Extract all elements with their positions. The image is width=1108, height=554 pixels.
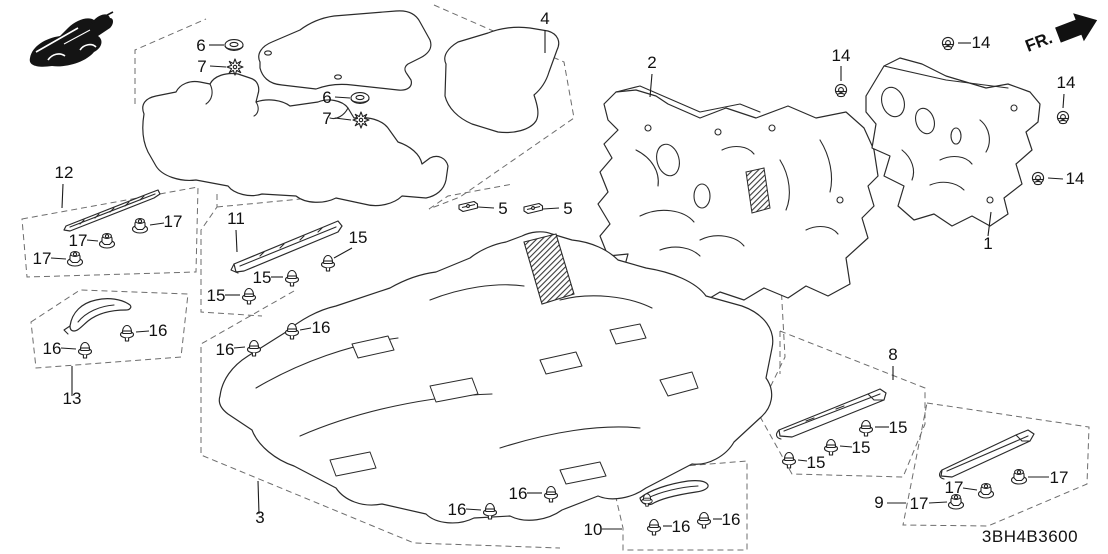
callout-7[interactable]: 7	[197, 57, 206, 76]
callout-12[interactable]: 12	[55, 163, 74, 182]
push-clip-icon	[320, 254, 336, 272]
callout-15[interactable]: 15	[349, 228, 368, 247]
push-clip-icon	[77, 341, 93, 359]
dashboard-insulator	[865, 57, 1041, 227]
push-pin-clip-icon	[941, 36, 955, 51]
rear-trim-strip-10	[639, 480, 709, 506]
callout-16[interactable]: 16	[672, 517, 691, 536]
callout-4[interactable]: 4	[540, 9, 549, 28]
push-clip-icon	[241, 287, 257, 305]
flange-nut-icon	[131, 218, 149, 234]
callout-17[interactable]: 17	[164, 212, 183, 231]
callout-16[interactable]: 16	[448, 500, 467, 519]
callout-17[interactable]: 17	[945, 478, 964, 497]
flange-nut-icon	[98, 233, 116, 249]
tree-clip-icon	[226, 58, 244, 76]
callout-14[interactable]: 14	[972, 33, 991, 52]
callout-labels: 6 7 6 7 4 2 14 14 14 14 1 12 17 17 17 11…	[33, 9, 1085, 539]
callout-1[interactable]: 1	[983, 234, 992, 253]
callout-15[interactable]: 15	[852, 438, 871, 457]
push-clip-icon	[119, 324, 135, 342]
grommet-icon	[224, 39, 244, 51]
tree-clip-icon	[352, 111, 370, 129]
callout-5[interactable]: 5	[563, 199, 572, 218]
callout-16[interactable]: 16	[312, 318, 331, 337]
callout-10[interactable]: 10	[584, 520, 603, 539]
push-clip-icon	[858, 419, 874, 437]
callout-3[interactable]: 3	[255, 508, 264, 527]
callout-13[interactable]: 13	[63, 389, 82, 408]
car-cutaway-sketch-icon	[29, 11, 114, 67]
push-clip-icon	[696, 511, 712, 529]
callout-16[interactable]: 16	[722, 510, 741, 529]
flat-clip-icon	[523, 202, 544, 215]
callout-8[interactable]: 8	[888, 345, 897, 364]
floor-carpet	[218, 231, 774, 524]
push-clip-icon	[823, 438, 839, 456]
push-clip-icon	[646, 518, 662, 536]
push-clip-icon	[284, 269, 300, 287]
rear-side-trim-13	[63, 298, 132, 335]
fr-direction-marker: FR.	[1023, 13, 1098, 56]
callout-6[interactable]: 6	[322, 88, 331, 107]
push-pin-clip-icon	[1056, 110, 1070, 125]
leader-lines	[50, 30, 1065, 530]
floor-mat-set	[142, 10, 560, 207]
push-pin-clip-icon	[834, 83, 848, 98]
callout-11[interactable]: 11	[227, 209, 245, 228]
rear-sill-garnish-9	[939, 429, 1035, 480]
callout-15[interactable]: 15	[807, 453, 826, 472]
callout-7[interactable]: 7	[322, 109, 331, 128]
grommet-icon	[350, 92, 370, 104]
fr-arrow-icon	[1055, 13, 1098, 43]
callout-17[interactable]: 17	[33, 249, 52, 268]
callout-17[interactable]: 17	[910, 494, 929, 513]
callout-16[interactable]: 16	[216, 340, 235, 359]
push-pin-clip-icon	[1031, 171, 1045, 186]
front-door-sill-strip-12	[63, 189, 161, 232]
callout-16[interactable]: 16	[149, 321, 168, 340]
callout-5[interactable]: 5	[498, 199, 507, 218]
callout-17[interactable]: 17	[1050, 468, 1069, 487]
firewall-insulator	[597, 85, 879, 305]
push-clip-icon	[781, 451, 797, 469]
callout-15[interactable]: 15	[253, 268, 272, 287]
callout-16[interactable]: 16	[509, 484, 528, 503]
flat-clip-icon	[458, 200, 479, 213]
flange-nut-icon	[66, 251, 84, 267]
side-sill-garnish-8	[776, 388, 887, 440]
callout-15[interactable]: 15	[207, 286, 226, 305]
callout-16[interactable]: 16	[43, 339, 62, 358]
diagram-code: 3BH4B3600	[982, 527, 1078, 546]
callout-15[interactable]: 15	[889, 418, 908, 437]
carpet-footrest-pad	[523, 233, 575, 305]
callout-2[interactable]: 2	[647, 53, 656, 72]
flange-nut-icon	[977, 483, 995, 499]
callout-6[interactable]: 6	[196, 36, 205, 55]
flange-nut-icon	[1010, 469, 1028, 485]
callout-9[interactable]: 9	[874, 493, 883, 512]
callout-14[interactable]: 14	[1066, 169, 1085, 188]
callout-14[interactable]: 14	[832, 46, 851, 65]
callout-14[interactable]: 14	[1057, 73, 1076, 92]
callout-17[interactable]: 17	[69, 231, 88, 250]
side-sill-garnish-11	[230, 220, 343, 274]
fr-label: FR.	[1023, 28, 1055, 56]
